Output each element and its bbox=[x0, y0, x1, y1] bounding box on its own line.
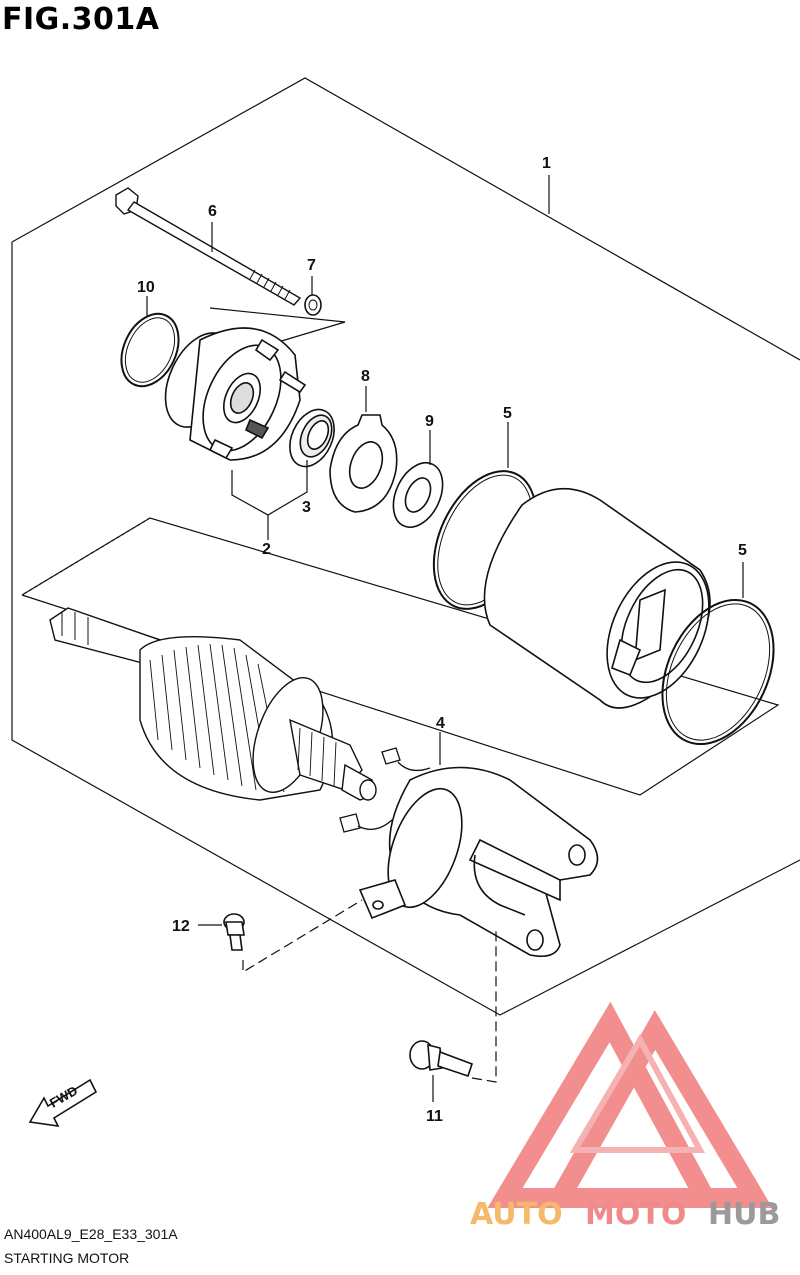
brush-leads bbox=[339, 747, 431, 833]
o-ring-yoke-rear bbox=[661, 598, 775, 746]
o-ring-front bbox=[120, 312, 180, 388]
wordmark-hub: HUB bbox=[708, 1197, 780, 1232]
diagram-name: STARTING MOTOR bbox=[4, 1250, 130, 1266]
callout-6: 6 bbox=[208, 203, 217, 220]
callout-5a: 5 bbox=[503, 405, 512, 422]
screw bbox=[223, 913, 245, 951]
automotohub-logo bbox=[487, 1001, 773, 1208]
callout-9: 9 bbox=[425, 413, 434, 430]
callout-1: 1 bbox=[542, 155, 551, 172]
callout-8: 8 bbox=[361, 368, 370, 385]
armature bbox=[49, 607, 377, 801]
callout-10: 10 bbox=[137, 279, 155, 296]
rear-bracket bbox=[358, 766, 599, 958]
diagram-code: AN400AL9_E28_E33_301A bbox=[4, 1226, 178, 1242]
callout-11: 11 bbox=[426, 1108, 443, 1125]
callout-5b: 5 bbox=[738, 542, 747, 559]
oil-seal bbox=[289, 408, 335, 468]
lock-plate bbox=[329, 414, 398, 513]
through-bolt bbox=[115, 187, 302, 306]
yoke-housing bbox=[483, 487, 711, 709]
wordmark-moto: MOTO bbox=[585, 1197, 686, 1232]
automotohub-wordmark: AUTO MOTO HUB bbox=[470, 1197, 780, 1232]
figure-title: FIG.301A bbox=[2, 2, 160, 37]
washer bbox=[304, 294, 322, 316]
callout-3: 3 bbox=[302, 499, 311, 516]
wordmark-auto: AUTO bbox=[470, 1197, 563, 1232]
assembly-outline bbox=[11, 77, 800, 1016]
callout-2: 2 bbox=[262, 541, 271, 558]
callout-4: 4 bbox=[436, 715, 445, 732]
callout-12: 12 bbox=[172, 918, 190, 935]
forward-direction-arrow: FWD bbox=[28, 1078, 98, 1128]
mounting-bolt bbox=[409, 1040, 474, 1078]
callout-7: 7 bbox=[307, 257, 316, 274]
thrust-washer bbox=[392, 462, 444, 528]
end-cover bbox=[164, 327, 307, 461]
